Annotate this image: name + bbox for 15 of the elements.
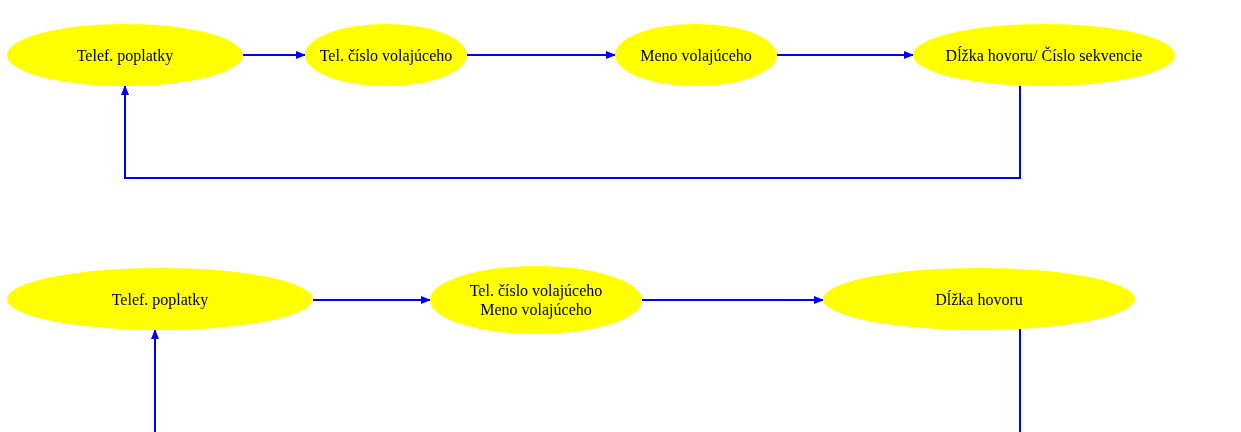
arrow [312,296,431,304]
arrow [242,51,306,59]
node-label: Tel. číslo volajúceho [319,45,453,65]
node-label: Dĺžka hovoru [935,289,1023,309]
node-label: Tel. číslo volajúceho [469,281,603,300]
arrow [121,84,1021,179]
node-label: Meno volajúceho [480,300,592,319]
node-label: Meno volajúceho [640,45,752,65]
arrow [776,51,914,59]
arrow [641,296,824,304]
node-label: Dĺžka hovoru/ Číslo sekvencie [945,45,1143,65]
node-label: Telef. poplatky [76,45,174,65]
arrow [466,51,616,59]
node-label: Telef. poplatky [111,289,209,309]
arrow [151,327,1021,432]
